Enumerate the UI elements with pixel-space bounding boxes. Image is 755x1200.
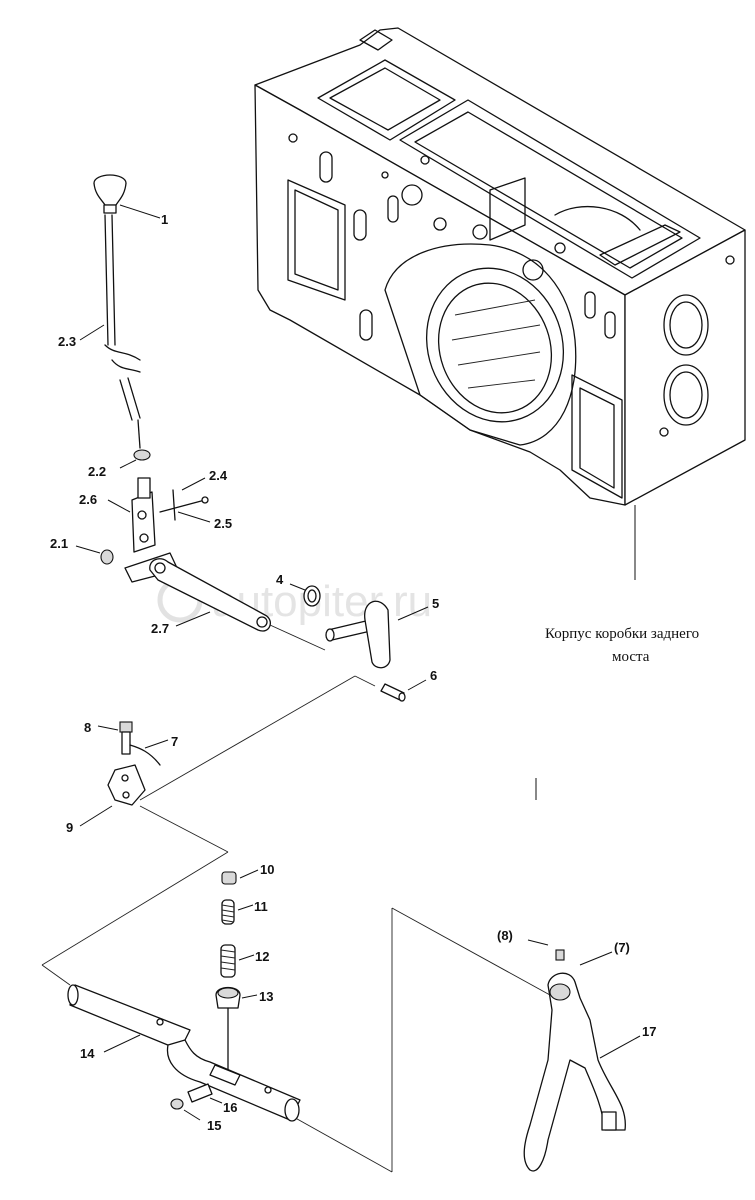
lever-nut: [119, 449, 151, 469]
label-2-7: 2.7: [151, 621, 169, 636]
label-15: 15: [207, 1118, 221, 1133]
shift-crank-5: [325, 600, 429, 669]
ball-15: [170, 1098, 201, 1121]
housing-caption-line1: Корпус коробки заднего: [545, 626, 699, 642]
bolt-8: [97, 721, 133, 755]
label-8b: (8): [497, 928, 513, 943]
label-2-3: 2.3: [58, 334, 76, 349]
ball-13: [215, 986, 258, 1071]
label-17: 17: [642, 1024, 656, 1039]
gear-lever-knob: [93, 174, 161, 219]
label-7b: (7): [614, 940, 630, 955]
label-2-2: 2.2: [88, 464, 106, 479]
label-14: 14: [80, 1046, 95, 1061]
gear-lever-rod: [79, 214, 141, 449]
label-2-4: 2.4: [209, 468, 228, 483]
label-1: 1: [161, 212, 168, 227]
plug-10: [221, 869, 259, 885]
spring-11: [221, 899, 254, 925]
part-labels: 1 2.3 2.2 2.4 2.6 2.5 2.1 2.7 4 5 6 8 7 …: [50, 212, 656, 1133]
label-11: 11: [254, 899, 268, 914]
shift-fork-17: [523, 972, 641, 1172]
label-6: 6: [430, 668, 437, 683]
label-13: 13: [259, 989, 273, 1004]
wire-7b: [579, 951, 613, 966]
label-2-5: 2.5: [214, 516, 232, 531]
wire-7: [129, 739, 169, 766]
label-2-6: 2.6: [79, 492, 97, 507]
bolt-8b: [527, 939, 565, 961]
assembly-guide-lines: [41, 675, 551, 1173]
label-10: 10: [260, 862, 274, 877]
rear-axle-gearbox-housing: [254, 27, 746, 580]
washer-2-1: [75, 545, 114, 565]
spring-12: [220, 944, 255, 978]
shift-block-9: [79, 764, 146, 827]
pin-2-4: [172, 477, 206, 521]
label-8: 8: [84, 720, 91, 735]
label-7: 7: [171, 734, 178, 749]
label-16: 16: [223, 1100, 237, 1115]
housing-caption-line2: моста: [612, 649, 650, 665]
label-2-1: 2.1: [50, 536, 68, 551]
spring-16: [187, 1083, 223, 1104]
pin-6: [380, 679, 427, 702]
label-5: 5: [432, 596, 439, 611]
o-ring-4: [289, 583, 321, 607]
link-arm-2-7: [124, 552, 326, 651]
label-9: 9: [66, 820, 73, 835]
label-4: 4: [276, 572, 284, 587]
label-12: 12: [255, 949, 269, 964]
bolt-2-5: [159, 496, 211, 523]
shift-rail-14: [67, 984, 301, 1122]
lever-clamp-block: [107, 477, 156, 553]
